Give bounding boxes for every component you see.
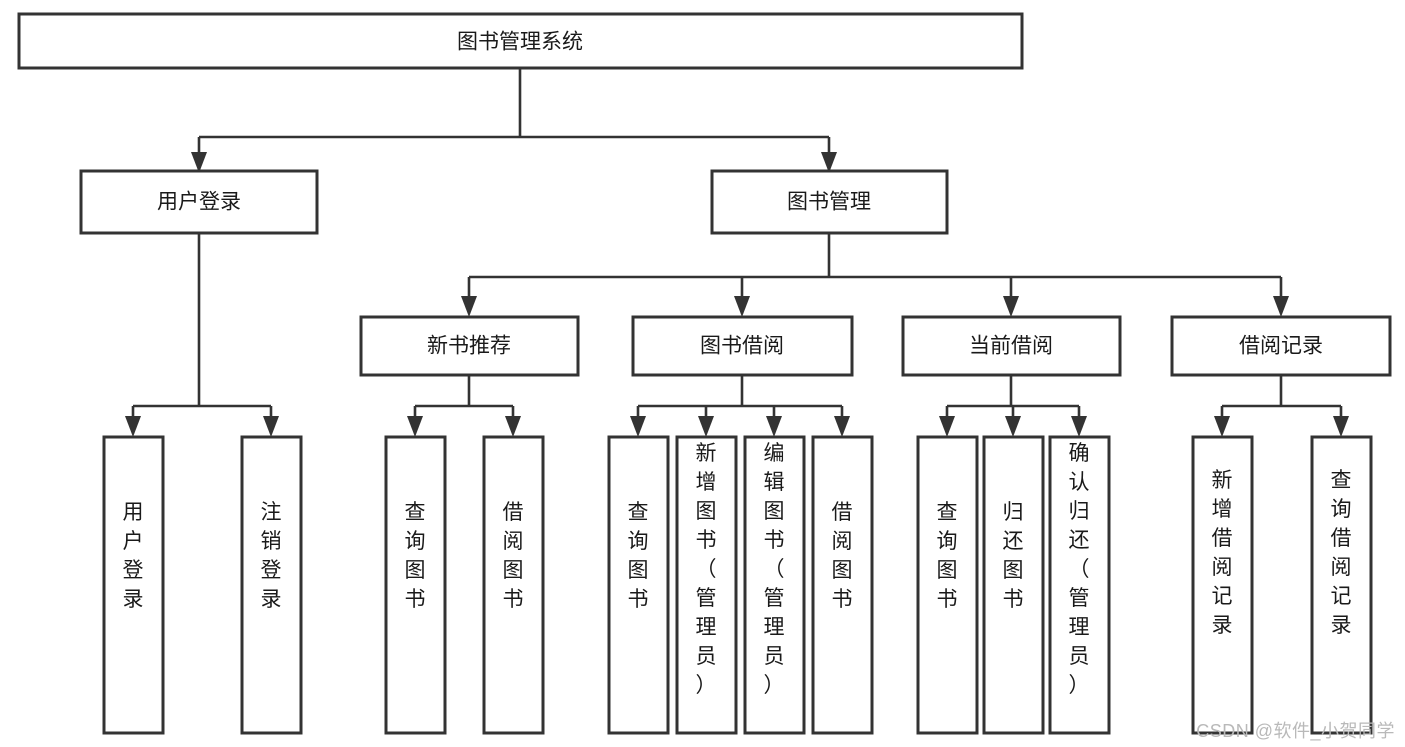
node-book-management-box xyxy=(710,169,949,235)
connector-layer xyxy=(125,68,1349,437)
node-book-borrow[interactable]: 图书借阅 xyxy=(631,315,854,377)
leaf-user-login[interactable]: 用户登录 xyxy=(102,435,165,735)
node-current-borrow[interactable]: 当前借阅 xyxy=(901,315,1122,377)
node-current-borrow-label: 当前借阅 xyxy=(969,335,1053,358)
node-new-book-recommend-label: 新书推荐 xyxy=(427,335,511,358)
node-borrow-record-label: 借阅记录 xyxy=(1239,335,1323,358)
arrow-to-leaf-edit-book xyxy=(766,416,782,437)
leaf-query-book-current-label: 查询图书 xyxy=(937,501,958,611)
edge-borrow-record-bus xyxy=(1220,375,1343,422)
leaf-query-book-borrow-box xyxy=(607,435,670,735)
arrow-to-leaf-borrow-book-1 xyxy=(505,416,521,437)
leaf-confirm-return-admin-box xyxy=(1048,435,1111,735)
leaf-query-book-new-label: 查询图书 xyxy=(405,501,426,611)
arrow-to-leaf-add-book xyxy=(698,416,714,437)
arrow-to-leaf-confirm-return xyxy=(1071,416,1087,437)
arrow-to-book-mgmt xyxy=(821,152,837,173)
leaf-logout-label: 注销登录 xyxy=(261,501,282,611)
leaf-logout-box xyxy=(240,435,303,735)
edge-current-borrow-bus xyxy=(945,375,1081,422)
arrow-to-leaf-borrow-book-2 xyxy=(834,416,850,437)
leaf-add-borrow-record-box xyxy=(1191,435,1254,735)
edge-root-bus xyxy=(197,68,831,158)
node-user-login-label: 用户登录 xyxy=(157,191,241,214)
node-borrow-record-box xyxy=(1170,315,1392,377)
arrow-to-borrow-record xyxy=(1273,296,1289,317)
leaf-query-borrow-record[interactable]: 查询借阅记录 xyxy=(1310,435,1373,735)
node-new-book-recommend[interactable]: 新书推荐 xyxy=(359,315,580,377)
leaf-add-book-admin[interactable]: 新增图书（管理员） xyxy=(675,435,738,735)
node-current-borrow-box xyxy=(901,315,1122,377)
leaf-query-book-current[interactable]: 查询图书 xyxy=(916,435,979,735)
leaf-borrow-book-borrow[interactable]: 借阅图书 xyxy=(811,435,874,735)
node-book-management-label: 图书管理 xyxy=(787,191,871,214)
leaf-logout[interactable]: 注销登录 xyxy=(240,435,303,735)
node-borrow-record[interactable]: 借阅记录 xyxy=(1170,315,1392,377)
leaf-edit-book-admin[interactable]: 编辑图书（管理员） xyxy=(743,435,806,735)
leaf-add-book-admin-label: 新增图书（管理员） xyxy=(696,442,717,697)
leaf-query-book-borrow-label: 查询图书 xyxy=(628,501,649,611)
leaf-confirm-return-admin-label: 确认归还（管理员） xyxy=(1069,442,1090,697)
node-book-borrow-box xyxy=(631,315,854,377)
leaf-confirm-return-admin[interactable]: 确认归还（管理员） xyxy=(1048,435,1111,735)
leaf-add-book-admin-box xyxy=(675,435,738,735)
leaf-query-book-current-box xyxy=(916,435,979,735)
leaf-edit-book-admin-label: 编辑图书（管理员） xyxy=(764,442,785,697)
arrow-to-leaf-logout xyxy=(263,416,279,437)
arrow-to-leaf-query-book-2 xyxy=(630,416,646,437)
arrow-to-current-borrow xyxy=(1003,296,1019,317)
leaf-return-book[interactable]: 归还图书 xyxy=(982,435,1045,735)
node-new-book-recommend-box xyxy=(359,315,580,377)
leaf-add-borrow-record-label: 新增借阅记录 xyxy=(1212,469,1233,637)
edge-user-login-bus xyxy=(131,233,273,422)
edge-new-book-bus xyxy=(413,375,515,422)
leaf-user-login-label: 用户登录 xyxy=(123,501,144,611)
node-root-box xyxy=(17,12,1024,70)
leaf-borrow-book-borrow-box xyxy=(811,435,874,735)
leaf-borrow-book-new[interactable]: 借阅图书 xyxy=(482,435,545,735)
node-root-system[interactable]: 图书管理系统 xyxy=(17,12,1024,70)
node-book-borrow-label: 图书借阅 xyxy=(700,335,784,358)
leaf-return-book-label: 归还图书 xyxy=(1003,501,1024,611)
arrow-to-user-login xyxy=(191,152,207,173)
leaf-query-book-borrow[interactable]: 查询图书 xyxy=(607,435,670,735)
arrow-to-leaf-return-book xyxy=(1005,416,1021,437)
arrow-to-leaf-query-book-1 xyxy=(407,416,423,437)
edge-book-mgmt-bus xyxy=(467,233,1283,300)
arrow-to-leaf-add-record xyxy=(1214,416,1230,437)
leaf-edit-book-admin-box xyxy=(743,435,806,735)
leaf-add-borrow-record[interactable]: 新增借阅记录 xyxy=(1191,435,1254,735)
arrow-to-leaf-query-record xyxy=(1333,416,1349,437)
node-user-login[interactable]: 用户登录 xyxy=(79,169,319,235)
node-root-label: 图书管理系统 xyxy=(457,31,583,54)
node-book-management[interactable]: 图书管理 xyxy=(710,169,949,235)
leaf-return-book-box xyxy=(982,435,1045,735)
node-user-login-box xyxy=(79,169,319,235)
leaf-query-book-new-box xyxy=(384,435,447,735)
arrow-to-book-borrow xyxy=(734,296,750,317)
arrow-to-leaf-user-login xyxy=(125,416,141,437)
leaf-borrow-book-new-label: 借阅图书 xyxy=(503,501,524,611)
leaf-borrow-book-new-box xyxy=(482,435,545,735)
arrow-to-new-book xyxy=(461,296,477,317)
leaf-query-borrow-record-label: 查询借阅记录 xyxy=(1331,469,1352,637)
edge-book-borrow-bus xyxy=(636,375,844,422)
leaf-query-book-new[interactable]: 查询图书 xyxy=(384,435,447,735)
arrow-to-leaf-query-book-3 xyxy=(939,416,955,437)
leaf-query-borrow-record-box xyxy=(1310,435,1373,735)
leaf-borrow-book-borrow-label: 借阅图书 xyxy=(832,501,853,611)
leaf-user-login-box xyxy=(102,435,165,735)
